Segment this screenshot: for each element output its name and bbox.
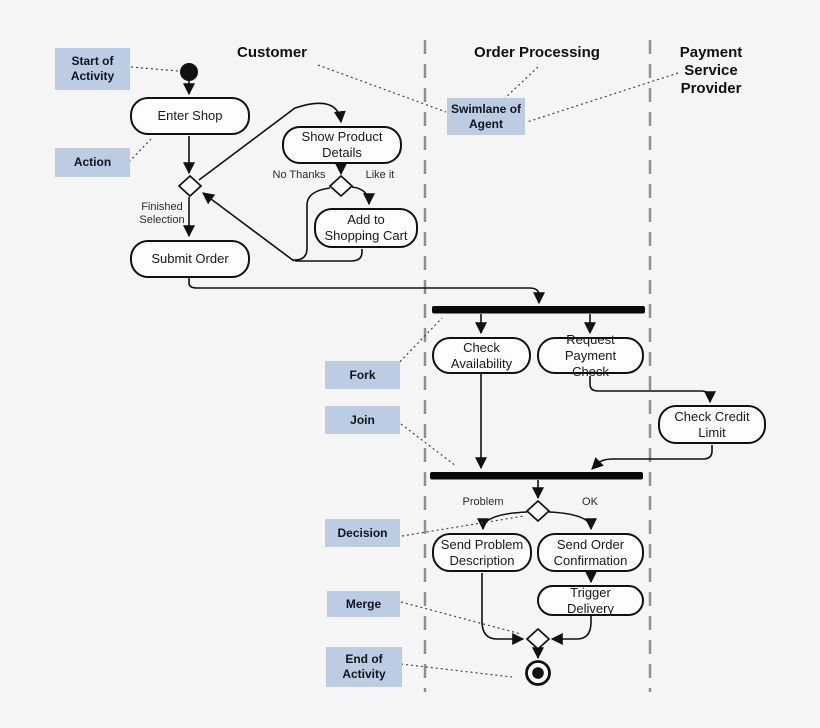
merge-diamond bbox=[525, 627, 551, 651]
leader-customer-to-swimlane bbox=[317, 64, 447, 113]
annotation-swimlane-of-agent: Swimlane of Agent bbox=[447, 98, 525, 135]
node-send-order-confirmation: Send Order Confirmation bbox=[537, 533, 644, 572]
leader-join bbox=[396, 420, 457, 467]
node-enter-shop: Enter Shop bbox=[130, 97, 250, 135]
edge-request-to-credit-limit bbox=[589, 376, 716, 404]
node-check-availability: Check Availability bbox=[432, 337, 531, 374]
leader-start-of-activity bbox=[130, 66, 179, 72]
edge-delivery-to-merge bbox=[550, 616, 592, 645]
edge-loop-into-diamond1 bbox=[202, 192, 295, 262]
lane-header-payment-service-provider: Payment Service Provider bbox=[679, 44, 743, 97]
leader-action bbox=[128, 138, 152, 163]
node-check-credit-limit: Check Credit Limit bbox=[658, 405, 766, 444]
edge-label-no-thanks: No Thanks bbox=[272, 169, 326, 181]
node-send-problem-description: Send Problem Description bbox=[432, 533, 532, 572]
edge-credit-limit-to-join bbox=[591, 445, 713, 470]
node-submit-order: Submit Order bbox=[130, 240, 250, 278]
lane-header-order-processing: Order Processing bbox=[474, 44, 600, 61]
diamond-nodes bbox=[177, 174, 551, 651]
leader-fork bbox=[392, 317, 443, 370]
node-request-payment-check: Request Payment Check bbox=[537, 332, 644, 379]
annotation-merge: Merge bbox=[327, 591, 400, 617]
leader-decision bbox=[401, 515, 525, 537]
edge-problem-to-merge bbox=[481, 573, 525, 645]
lane-header-customer: Customer bbox=[236, 44, 307, 61]
edge-label-like-it: Like it bbox=[365, 169, 395, 181]
edge-like-it bbox=[351, 186, 375, 206]
edge-label-finished-selection: Finished Selection bbox=[139, 201, 185, 226]
edge-label-ok: OK bbox=[582, 496, 598, 508]
fork-bar bbox=[432, 306, 645, 314]
edge-problem bbox=[477, 511, 528, 531]
edge-ok bbox=[548, 511, 597, 531]
edge-submit-to-fork bbox=[188, 278, 545, 305]
node-add-to-shopping-cart: Add to Shopping Cart bbox=[314, 208, 418, 248]
leader-payment-provider-to-swimlane bbox=[526, 72, 679, 123]
end-node-icon bbox=[525, 660, 551, 686]
annotation-fork: Fork bbox=[325, 361, 400, 389]
annotation-end-of-activity: End of Activity bbox=[326, 647, 402, 687]
join-bar bbox=[430, 472, 643, 480]
edge-label-problem: Problem bbox=[462, 496, 504, 508]
swimlane-dividers bbox=[423, 40, 652, 692]
merge-decision-diamond-1 bbox=[177, 174, 203, 198]
flow-edges bbox=[183, 81, 716, 660]
decision-diamond-2 bbox=[328, 174, 354, 198]
annotation-action: Action bbox=[55, 148, 130, 177]
node-trigger-delivery: Trigger Delivery bbox=[537, 585, 644, 616]
edge-cart-loop bbox=[295, 249, 363, 262]
node-show-product-details: Show Product Details bbox=[282, 126, 402, 164]
decision-diamond-3 bbox=[525, 499, 551, 523]
annotation-start-of-activity: Start of Activity bbox=[55, 48, 130, 90]
leader-merge bbox=[400, 601, 522, 635]
leader-order-processing-to-swimlane bbox=[503, 66, 539, 100]
edge-no-thanks-loop bbox=[293, 187, 331, 261]
edge-diamond1-to-show-product bbox=[198, 102, 346, 181]
annotation-leaders bbox=[128, 64, 679, 678]
annotation-decision: Decision bbox=[325, 519, 400, 547]
start-node-icon bbox=[180, 63, 198, 81]
annotation-join: Join bbox=[325, 406, 400, 434]
leader-end-of-activity bbox=[400, 663, 513, 678]
